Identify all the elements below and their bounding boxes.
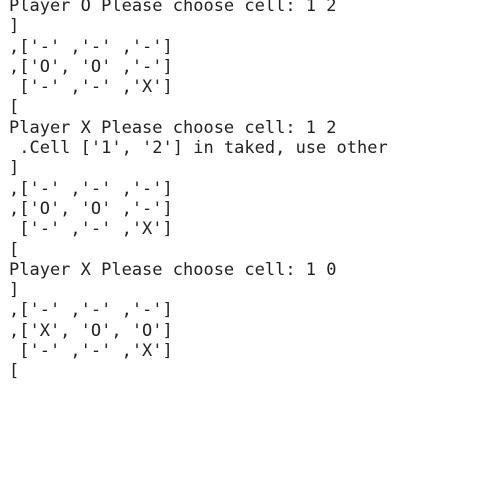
prompt-line: Player X Please choose cell: 1 2	[9, 117, 337, 138]
board-row: ,['X', 'O', 'O']	[9, 320, 173, 341]
board-row: ,['-' ,'-' ,'-']	[9, 300, 173, 321]
board-row: ]	[9, 280, 20, 301]
board-row: ['-' ,'-' ,'X']	[9, 219, 173, 240]
board-row: ,['O', 'O' ,'-']	[9, 56, 173, 77]
board-row: [	[9, 361, 20, 382]
board-row: [	[9, 239, 20, 260]
prompt-line: Player O Please choose cell: 1 2	[9, 0, 337, 16]
board-row: ]	[9, 16, 20, 37]
board-row: ,['O', 'O' ,'-']	[9, 198, 173, 219]
error-message: .Cell ['1', '2'] in taked, use other	[9, 138, 388, 159]
prompt-line: Player X Please choose cell: 1 0	[9, 259, 337, 280]
board-row: ,['-' ,'-' ,'-']	[9, 178, 173, 199]
board-row: ['-' ,'-' ,'X']	[9, 77, 173, 98]
board-row: ,['-' ,'-' ,'-']	[9, 36, 173, 57]
board-row: ]	[9, 158, 20, 179]
board-row: ['-' ,'-' ,'X']	[9, 341, 173, 362]
board-row: [	[9, 97, 20, 118]
